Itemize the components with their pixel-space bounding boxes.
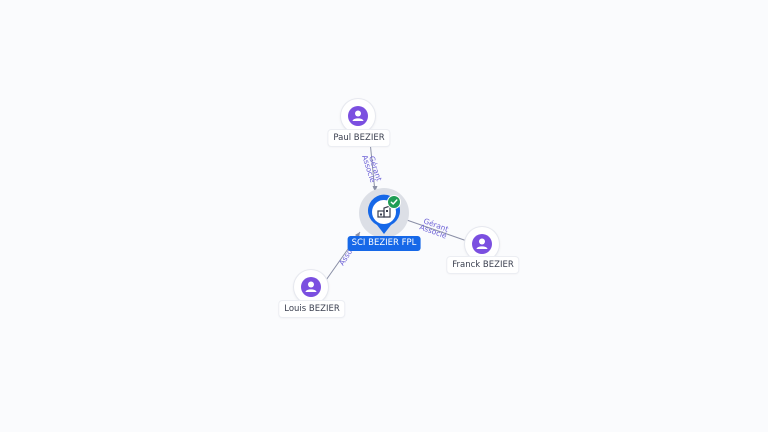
person-node-franck[interactable] [465, 227, 499, 261]
person-icon [476, 238, 488, 249]
person-icon [305, 281, 317, 292]
person-label-louis: Louis BEZIER [279, 301, 345, 317]
edge-franck-company [400, 217, 468, 242]
person-label-paul: Paul BEZIER [328, 130, 390, 146]
person-label-franck: Franck BEZIER [447, 257, 519, 273]
check-circle-icon [388, 196, 400, 208]
person-node-paul[interactable] [341, 99, 375, 133]
person-icon [352, 110, 364, 121]
company-label[interactable]: SCI BEZIER FPL [347, 236, 421, 251]
person-node-louis[interactable] [294, 270, 328, 304]
